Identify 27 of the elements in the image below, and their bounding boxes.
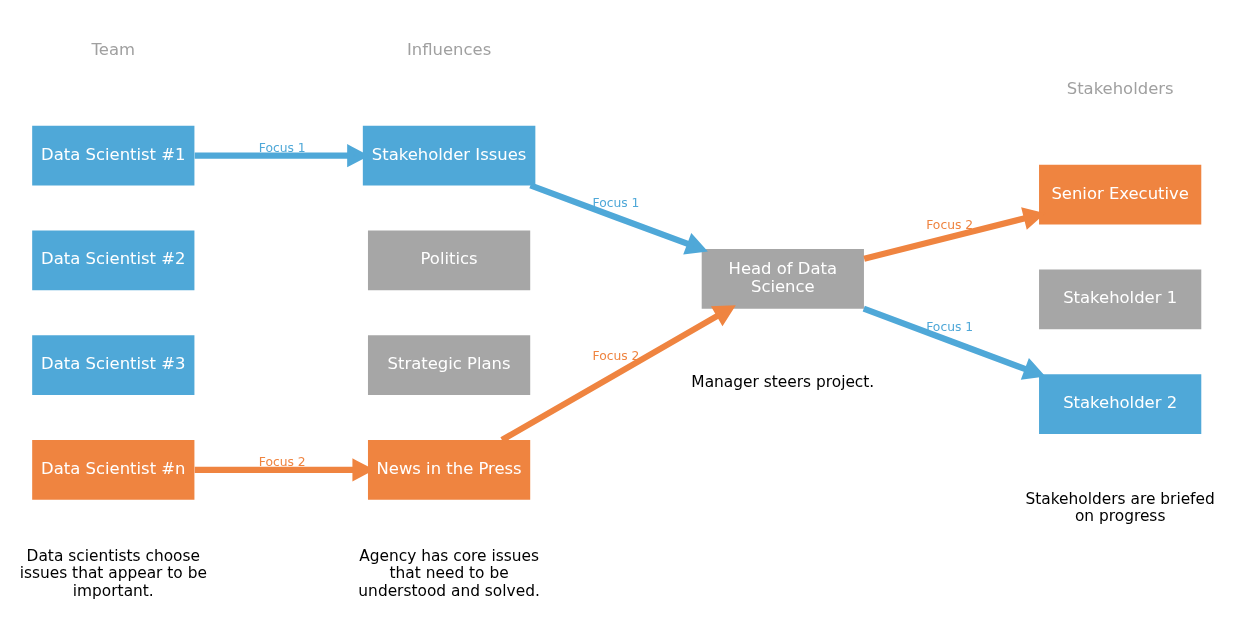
edge-label: Focus 1 (258, 141, 306, 156)
node-box: Data Scientist #2 (32, 230, 195, 291)
arrow (529, 182, 708, 255)
label: Stakeholders (1066, 78, 1174, 98)
edge-label: Focus 2 (926, 218, 974, 233)
node-box: Stakeholder 2 (1039, 374, 1202, 434)
label: Data scientists choose issues that appear to be important. (19, 546, 207, 600)
arrow (500, 305, 736, 443)
edge-label: Focus 1 (926, 319, 974, 334)
label: Agency has core issues that need to be understood and solved. (358, 546, 540, 600)
node-box: Stakeholder Issues (362, 125, 536, 186)
edge-label: Focus 2 (258, 455, 306, 470)
node-box: Stakeholder 1 (1039, 269, 1202, 330)
node-box: Data Scientist #n (32, 440, 195, 500)
label: Influences (406, 39, 492, 59)
node-box: News in the Press (367, 440, 531, 500)
node-box: Politics (367, 230, 531, 291)
node-box: Data Scientist #3 (32, 335, 195, 395)
label: Stakeholders are briefed on progress (1025, 489, 1215, 526)
node-box: Data Scientist #1 (32, 125, 195, 186)
edge-label: Focus 1 (592, 195, 640, 210)
arrow (862, 305, 1046, 380)
label: Manager steers project. (691, 373, 875, 392)
node-box: Head of Data Science (701, 249, 864, 309)
node-box: Senior Executive (1039, 164, 1202, 225)
node-box: Strategic Plans (367, 335, 531, 395)
label: Team (91, 39, 135, 59)
